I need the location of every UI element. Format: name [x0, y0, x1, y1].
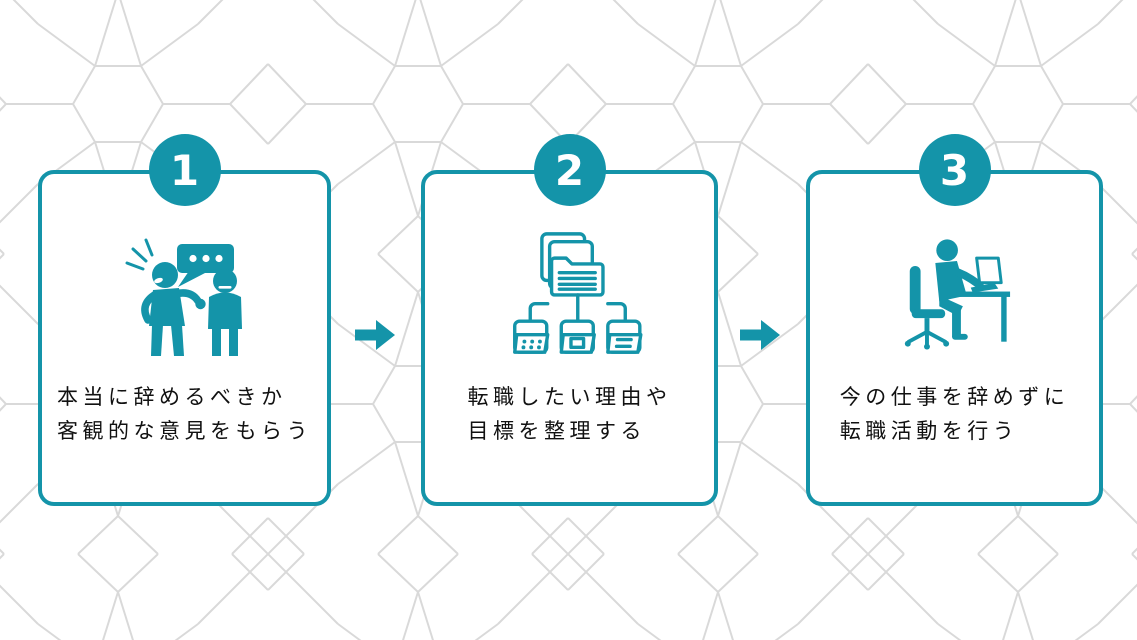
step-2-icon-area: [425, 218, 714, 370]
step-number-1: 1: [169, 145, 200, 195]
step-number-badge-3: 3: [918, 134, 991, 206]
step-1-description: 本当に辞めるべきか 客観的な意見をもらう: [57, 380, 312, 448]
step-number-badge-2: 2: [533, 134, 606, 206]
step-3-icon-area: [810, 218, 1099, 370]
step-number-badge-1: 1: [148, 134, 221, 206]
step-1-icon-area: [42, 218, 327, 370]
step-2-description: 転職したい理由や 目標を整理する: [468, 380, 672, 448]
step-2-line-1: 転職したい理由や: [467, 385, 672, 409]
step-3-text-area: 今の仕事を辞めずに 転職活動を行う: [810, 380, 1099, 448]
step-card-2: 2: [421, 134, 718, 506]
working-at-desk-icon: [904, 239, 1010, 350]
step-1-text-area: 本当に辞めるべきか 客観的な意見をもらう: [42, 380, 327, 448]
consultation-people-icon: [125, 238, 242, 356]
step-3-description: 今の仕事を辞めずに 転職活動を行う: [840, 380, 1070, 448]
step-3-line-2: 転職活動を行う: [839, 419, 1019, 443]
step-1-line-1: 本当に辞めるべきか: [57, 385, 287, 409]
step-number-2: 2: [554, 145, 585, 195]
folders-organize-icon: [512, 232, 642, 354]
step-2-text-area: 転職したい理由や 目標を整理する: [425, 380, 714, 448]
step-card-3: 3: [806, 134, 1103, 506]
step-number-3: 3: [939, 145, 970, 195]
step-1-line-2: 客観的な意見をもらう: [57, 419, 312, 443]
step-card-1: 1: [38, 134, 331, 506]
step-2-line-2: 目標を整理する: [467, 419, 646, 443]
arrow-right-icon: [355, 320, 395, 350]
step-3-line-1: 今の仕事を辞めずに: [839, 385, 1070, 409]
arrow-right-icon: [740, 320, 780, 350]
